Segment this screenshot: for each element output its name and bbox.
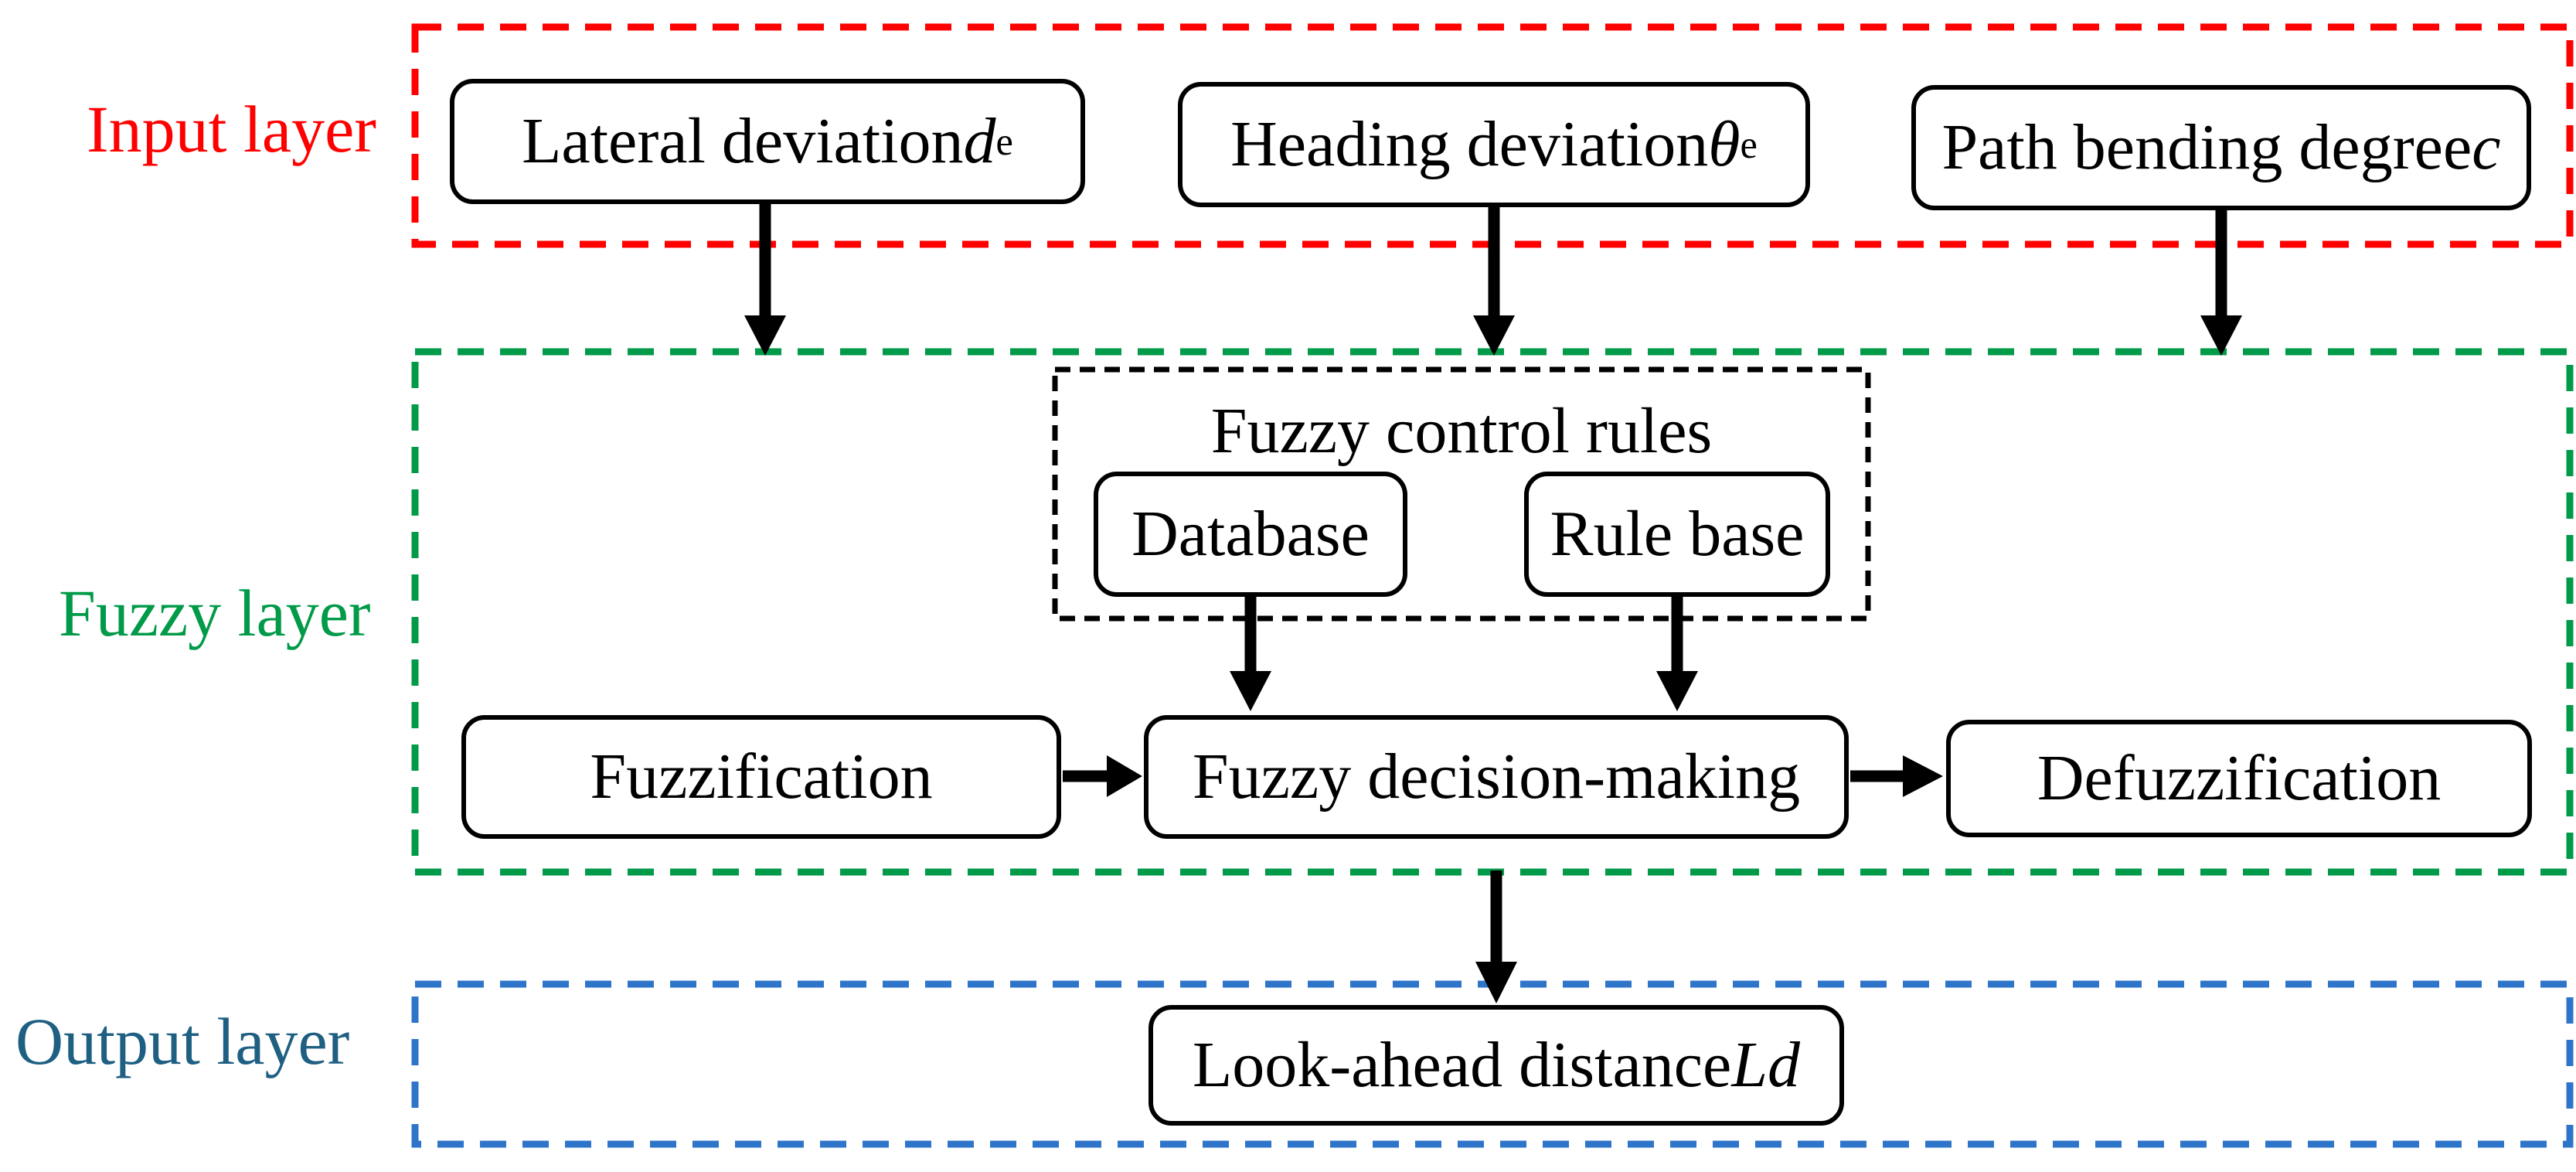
node-heading-text: Heading deviation <box>1230 108 1709 180</box>
node-fuzzification-text: Fuzzification <box>590 741 933 813</box>
node-defuzzification-text: Defuzzification <box>2037 742 2442 814</box>
arrow-path-to-fuzzy-layer <box>2200 209 2242 356</box>
arrow-fuzzification-to-decision <box>1063 755 1142 797</box>
arrow-lateral-to-fuzzy-layer <box>744 203 786 356</box>
arrow-heading-to-fuzzy-layer <box>1473 206 1515 356</box>
arrow-fuzzy-layer-to-output <box>1475 870 1517 1003</box>
arrow-decision-to-defuzzification <box>1850 755 1943 797</box>
node-lookahead-text: Look-ahead distance <box>1192 1029 1732 1101</box>
node-lateral-text: Lateral deviation <box>522 105 964 177</box>
input-layer-label: Input layer <box>87 92 376 166</box>
fuzzy-layer-label: Fuzzy layer <box>59 576 371 650</box>
path-symbol: c <box>2472 111 2501 183</box>
node-fuzzy-decision-making: Fuzzy decision-making <box>1144 715 1849 839</box>
node-fuzzification: Fuzzification <box>461 715 1061 839</box>
node-database-text: Database <box>1131 498 1370 570</box>
node-look-ahead-distance: Look-ahead distance Ld <box>1148 1005 1844 1126</box>
lookahead-symbol: Ld <box>1731 1029 1801 1101</box>
node-rule-base: Rule base <box>1524 472 1830 597</box>
lateral-symbol: d <box>963 105 996 177</box>
node-defuzzification: Defuzzification <box>1946 720 2532 837</box>
node-path-bending-degree: Path bending degree c <box>1911 85 2531 210</box>
fuzzy-control-rules-title: Fuzzy control rules <box>1210 395 1713 467</box>
lateral-subscript: e <box>995 119 1013 163</box>
fuzzy-control-rules-dashed-border <box>1052 366 1871 622</box>
heading-symbol: θ <box>1708 108 1741 180</box>
arrow-database-to-decision <box>1230 595 1271 711</box>
node-fuzzy-decision-making-text: Fuzzy decision-making <box>1192 741 1801 813</box>
arrow-rulebase-to-decision <box>1656 595 1698 711</box>
heading-subscript: e <box>1740 122 1758 166</box>
output-layer-label: Output layer <box>15 1004 350 1078</box>
node-rule-base-text: Rule base <box>1550 498 1805 570</box>
node-path-text: Path bending degree <box>1941 111 2472 183</box>
node-database: Database <box>1094 472 1407 597</box>
